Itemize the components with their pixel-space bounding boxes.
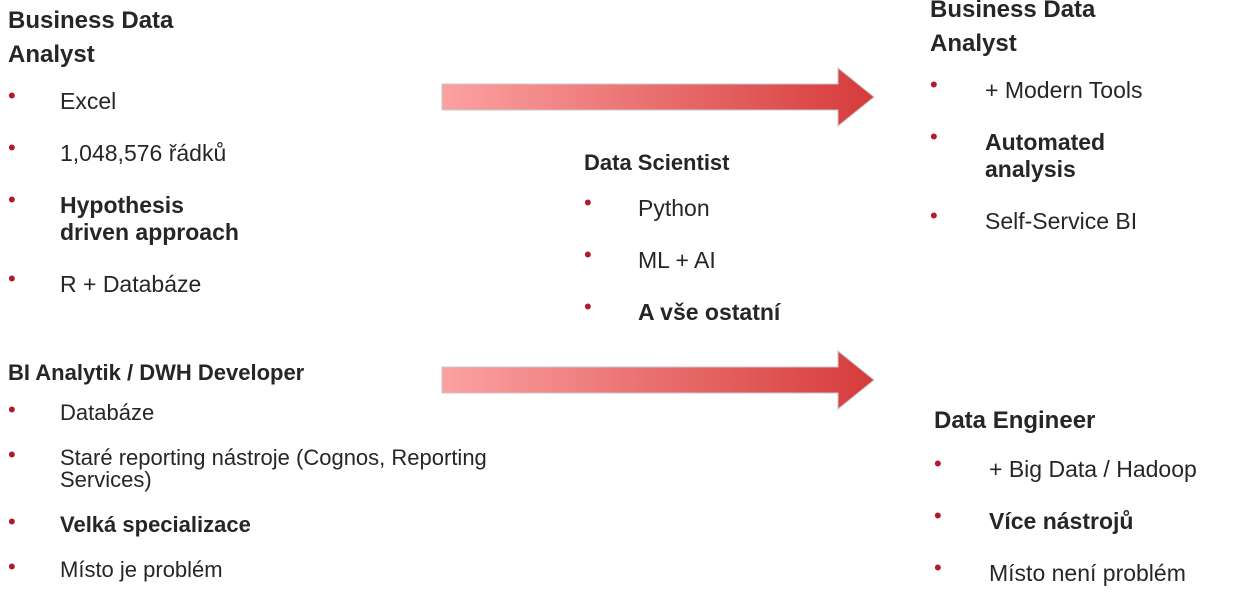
list-item: • Staré reporting nástroje (Cognos, Repo… [8, 442, 588, 492]
bullet-icon: • [584, 190, 592, 215]
list-item-text: Python [638, 195, 710, 221]
list-item-text: Místo není problém [989, 560, 1186, 586]
bullet-icon: • [934, 555, 942, 580]
title-line-2: Analyst [930, 30, 1017, 57]
list-item-text-line2: Services) [60, 467, 152, 492]
list-item-text: ML + AI [638, 247, 716, 273]
list-item: • + Big Data / Hadoop [934, 451, 1254, 483]
list-item: • Excel [8, 83, 428, 115]
list-item: • Více nástrojů [934, 503, 1254, 535]
list-item-text: Databáze [60, 400, 155, 425]
list-item: • Databáze [8, 397, 588, 425]
bullet-icon: • [584, 242, 592, 267]
bullet-icon: • [934, 503, 942, 528]
data-scientist-block: Data Scientist • Python • ML + AI • A vš… [584, 146, 884, 326]
list-item-text: Velká specializace [60, 512, 251, 537]
bi-analytik-list: • Databáze • Staré reporting nástroje (C… [8, 397, 588, 582]
list-item: • Místo není problém [934, 555, 1254, 587]
bullet-icon: • [930, 124, 938, 149]
list-item-text: 1,048,576 řádků [60, 140, 227, 166]
bullet-icon: • [8, 397, 16, 422]
list-item: • Python [584, 190, 884, 222]
list-item: • Automated analysis [930, 124, 1250, 183]
title-line-1: Business Data [930, 0, 1096, 23]
business-analyst-modern-title: Business Data Analyst [930, 0, 1250, 61]
list-item: • Velká specializace [8, 509, 588, 537]
list-item: • 1,048,576 řádků [8, 135, 428, 167]
list-item-text: + Big Data / Hadoop [989, 456, 1197, 482]
bullet-icon: • [8, 442, 16, 467]
list-item: • + Modern Tools [930, 72, 1250, 104]
list-item: • Místo je problém [8, 554, 588, 582]
arrow-right-icon [441, 349, 875, 411]
data-engineer-list: • + Big Data / Hadoop • Více nástrojů • … [934, 451, 1254, 587]
list-item-text: + Modern Tools [985, 77, 1143, 103]
bullet-icon: • [8, 266, 16, 291]
list-item-text: Místo je problém [60, 557, 223, 582]
arrow-right-icon [441, 66, 875, 128]
bullet-icon: • [8, 187, 16, 212]
data-engineer-title: Data Engineer [934, 407, 1096, 434]
bi-analytik-block: BI Analytik / DWH Developer • Databáze •… [8, 356, 588, 581]
bullet-icon: • [8, 135, 16, 160]
list-item-text: Automated [985, 129, 1106, 155]
bullet-icon: • [930, 203, 938, 228]
title-line-2: Analyst [8, 41, 95, 68]
list-item-text: A vše ostatní [638, 299, 781, 325]
data-engineer-block: Data Engineer • + Big Data / Hadoop • Ví… [934, 404, 1254, 587]
list-item-text: Více nástrojů [989, 508, 1134, 534]
list-item: • A vše ostatní [584, 294, 884, 326]
data-scientist-list: • Python • ML + AI • A vše ostatní [584, 190, 884, 326]
list-item-text-line2: analysis [985, 156, 1076, 182]
business-analyst-block: Business Data Analyst • Excel • 1,048,57… [8, 4, 428, 298]
list-item-text: Self-Service BI [985, 208, 1138, 234]
bullet-icon: • [930, 72, 938, 97]
list-item: • ML + AI [584, 242, 884, 274]
business-analyst-modern-block: Business Data Analyst • + Modern Tools •… [930, 0, 1250, 235]
data-scientist-title: Data Scientist [584, 150, 730, 175]
list-item-text: Staré reporting nástroje (Cognos, Report… [60, 445, 487, 470]
list-item-text-line2: driven approach [60, 219, 239, 245]
bullet-icon: • [934, 451, 942, 476]
title-line-1: Business Data [8, 7, 174, 34]
list-item: • R + Databáze [8, 266, 428, 298]
list-item: • Self-Service BI [930, 203, 1250, 235]
business-analyst-list: • Excel • 1,048,576 řádků • Hypothesis d… [8, 83, 428, 298]
bi-analytik-title: BI Analytik / DWH Developer [8, 360, 305, 385]
list-item-text: Hypothesis [60, 192, 184, 218]
business-analyst-modern-list: • + Modern Tools • Automated analysis • … [930, 72, 1250, 235]
business-analyst-title: Business Data Analyst [8, 4, 428, 72]
bullet-icon: • [584, 294, 592, 319]
list-item-text: Excel [60, 88, 117, 114]
bullet-icon: • [8, 554, 16, 579]
bullet-icon: • [8, 509, 16, 534]
list-item-text: R + Databáze [60, 271, 202, 297]
list-item: • Hypothesis driven approach [8, 187, 428, 246]
bullet-icon: • [8, 83, 16, 108]
